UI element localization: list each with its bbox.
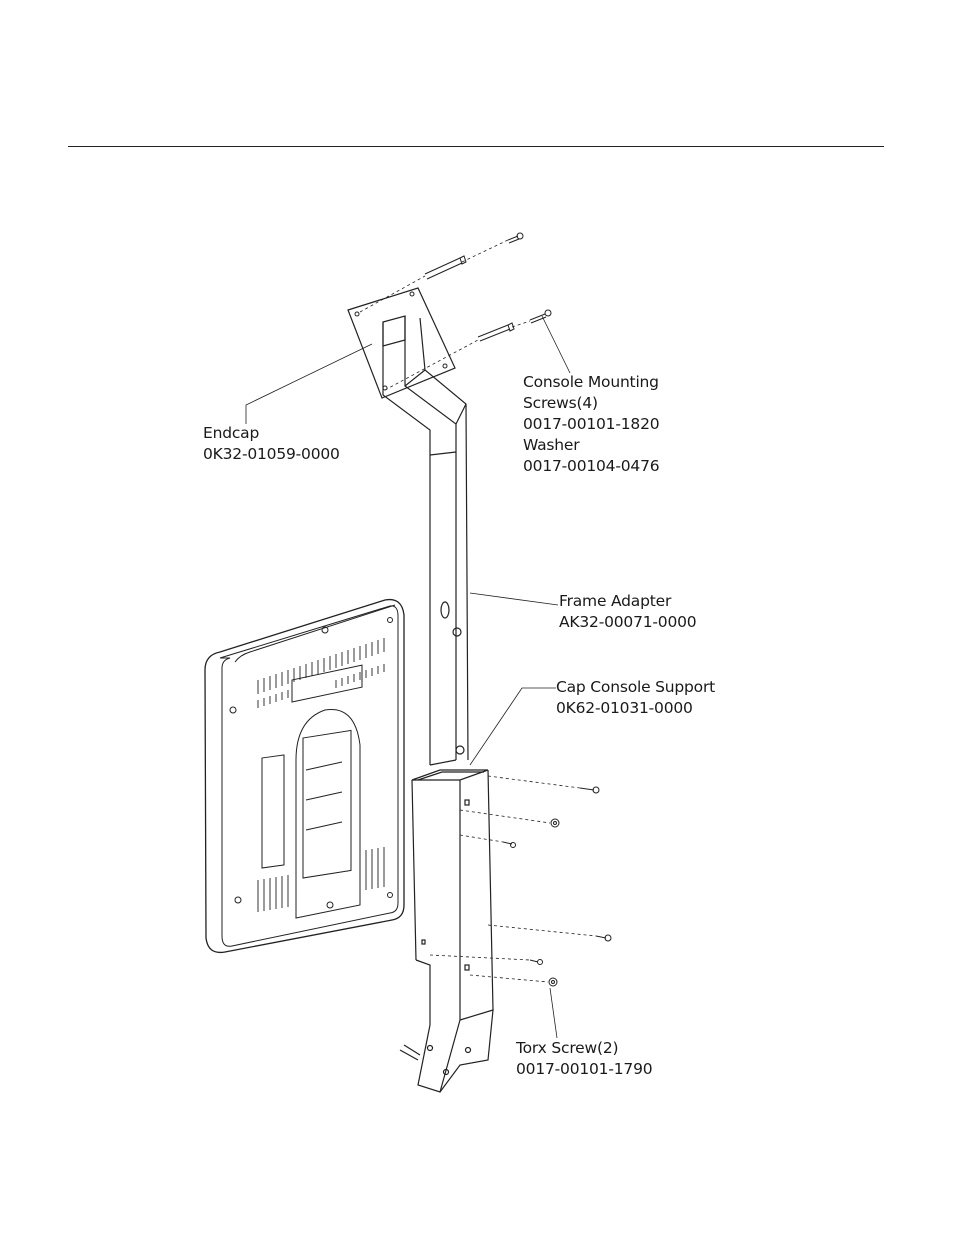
vent-slots-bottom — [257, 847, 385, 912]
frame-adapter-tube — [382, 315, 469, 766]
console-screws-label: Console Mounting Screws(4) 0017-00101-18… — [523, 372, 660, 477]
console-mounting-screws — [359, 232, 552, 391]
label-plate — [261, 754, 285, 869]
washer-part-number: 0017-00104-0476 — [523, 457, 660, 475]
frame-adapter-name: Frame Adapter — [559, 592, 672, 610]
cap-console-support-label: Cap Console Support 0K62-01031-0000 — [556, 677, 715, 719]
header-rule — [68, 146, 884, 147]
endcap-plate — [347, 287, 456, 399]
leader-lines — [245, 315, 571, 1039]
torx-screw-name: Torx Screw(2) — [516, 1039, 619, 1057]
endcap-label: Endcap 0K32-01059-0000 — [203, 423, 340, 465]
frame-adapter-label: Frame Adapter AK32-00071-0000 — [559, 591, 697, 633]
endcap-part-number: 0K32-01059-0000 — [203, 445, 340, 463]
console-screws-name-line2: Screws(4) — [523, 394, 598, 412]
lower-screws — [429, 775, 612, 987]
endcap-name: Endcap — [203, 424, 260, 442]
washer-name: Washer — [523, 436, 580, 454]
torx-screw-label: Torx Screw(2) 0017-00101-1790 — [516, 1038, 653, 1080]
cap-console-support-part-number: 0K62-01031-0000 — [556, 699, 693, 717]
console-screws-name-line1: Console Mounting — [523, 373, 659, 391]
console-display — [204, 598, 405, 954]
cap-console-support-tube — [399, 769, 494, 1093]
cap-console-support-name: Cap Console Support — [556, 678, 716, 696]
torx-screw-part-number: 0017-00101-1790 — [516, 1060, 653, 1078]
center-recess — [295, 708, 361, 919]
frame-adapter-part-number: AK32-00071-0000 — [559, 613, 697, 631]
vent-slots-top — [257, 638, 385, 708]
console-screws-part-number: 0017-00101-1820 — [523, 415, 660, 433]
